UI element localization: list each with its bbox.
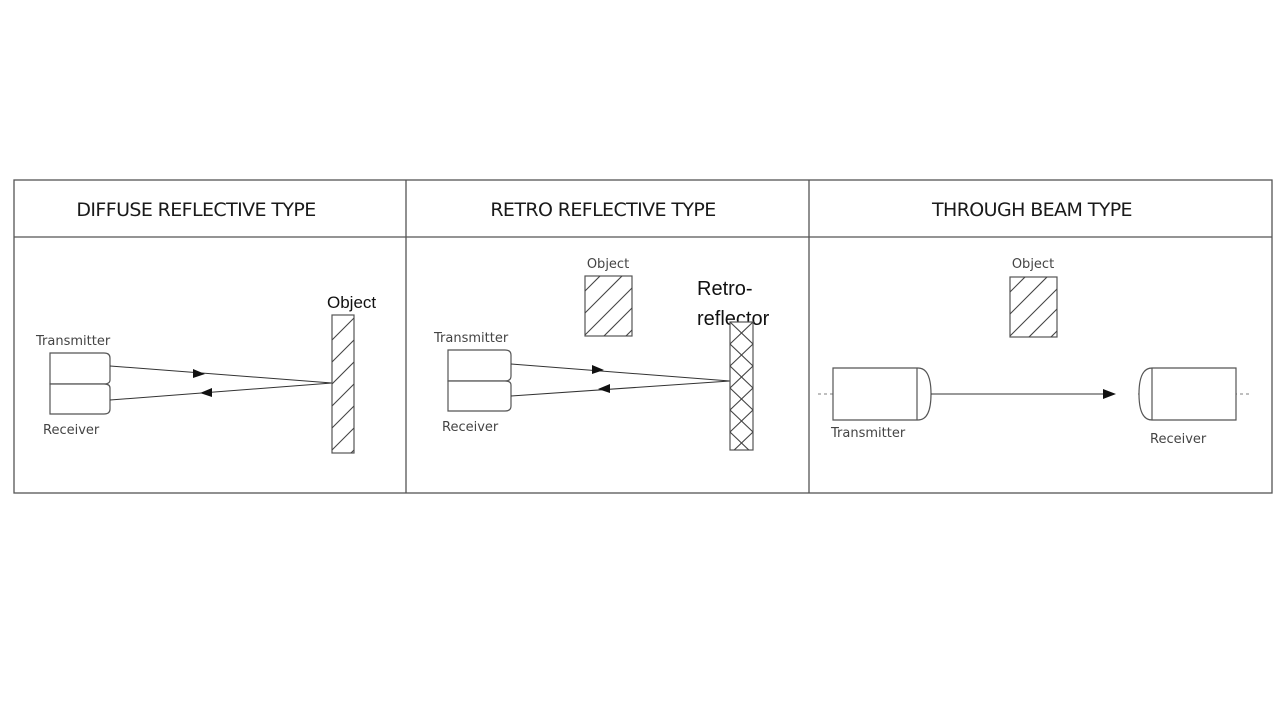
retro-receiver-label: Receiver [442, 420, 499, 435]
retro-beams [510, 363, 731, 397]
diffuse-transmitter-label: Transmitter [35, 334, 111, 349]
retro-reflector-label-1: Retro- [697, 278, 753, 300]
retro-reflector [729, 321, 754, 451]
retro-object [584, 275, 633, 337]
through-beam [931, 389, 1116, 399]
diffuse-receiver-label: Receiver [43, 423, 100, 438]
through-object [1009, 276, 1058, 338]
diffuse-panel: Transmitter Receiver Object [35, 293, 376, 454]
diffuse-sensor [49, 352, 111, 415]
through-title: THROUGH BEAM TYPE [931, 199, 1132, 221]
retro-sensor [447, 349, 512, 412]
through-receiver [1138, 367, 1237, 421]
through-transmitter [832, 367, 932, 421]
table-frame [13, 179, 1273, 494]
through-receiver-label: Receiver [1150, 432, 1207, 447]
diffuse-object-label: Object [327, 293, 376, 312]
through-transmitter-label: Transmitter [830, 426, 906, 441]
through-object-label: Object [1012, 257, 1054, 272]
diffuse-object [331, 314, 355, 454]
diffuse-title: DIFFUSE REFLECTIVE TYPE [76, 199, 315, 221]
retro-transmitter-label: Transmitter [433, 331, 509, 346]
retro-panel: Object Transmitter Receiver Retro- refle… [433, 257, 770, 451]
retro-object-label: Object [587, 257, 629, 272]
retro-title: RETRO REFLECTIVE TYPE [490, 199, 715, 221]
through-panel: Object Transmitter Receiver [818, 257, 1250, 447]
diffuse-beams [109, 365, 333, 401]
